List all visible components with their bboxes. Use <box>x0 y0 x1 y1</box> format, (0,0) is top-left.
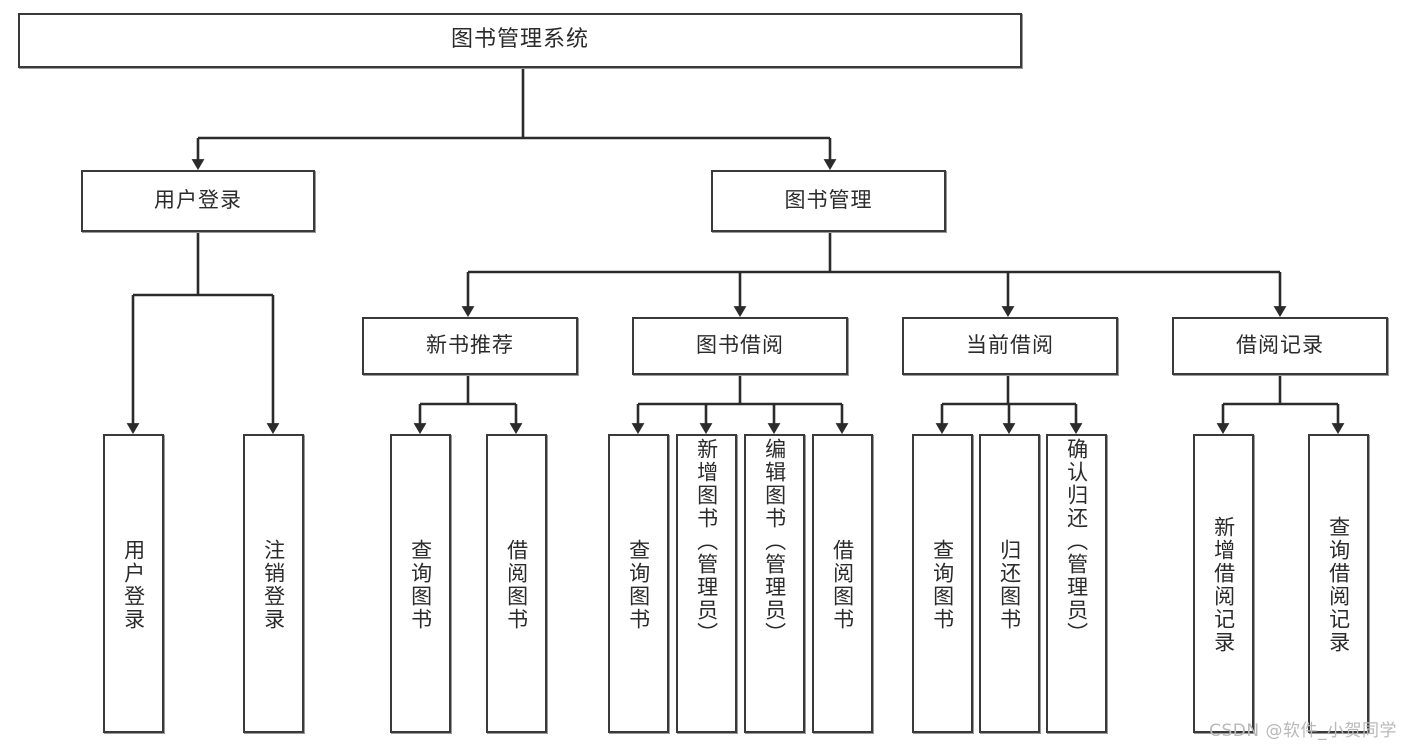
node-leaf-return-book[interactable]: 归还图书 <box>979 434 1040 733</box>
node-leaf-borrow-book-new[interactable]: 借阅图书 <box>486 434 547 733</box>
node-leaf-query-book-borrow[interactable]: 查询图书 <box>608 434 669 733</box>
node-new-book-recommend[interactable]: 新书推荐 <box>362 317 578 375</box>
node-leaf-logout[interactable]: 注销登录 <box>243 434 304 733</box>
node-leaf-confirm-return-admin[interactable]: 确认归还（管理员） <box>1046 434 1107 733</box>
node-leaf-borrow-book-borrow[interactable]: 借阅图书 <box>812 434 873 733</box>
node-label: 借阅图书 <box>830 538 855 631</box>
node-book-borrow[interactable]: 图书借阅 <box>632 317 848 375</box>
node-leaf-user-login[interactable]: 用户登录 <box>103 434 164 733</box>
node-leaf-query-borrow-record[interactable]: 查询借阅记录 <box>1308 434 1369 733</box>
node-label: 归还图书 <box>997 538 1022 631</box>
node-label: 新增图书（管理员） <box>694 438 719 645</box>
node-label: 确认归还（管理员） <box>1064 438 1089 645</box>
node-label: 图书借阅 <box>696 333 784 358</box>
node-label: 借阅记录 <box>1236 333 1324 358</box>
node-label: 新增借阅记录 <box>1211 515 1236 654</box>
node-leaf-add-borrow-record[interactable]: 新增借阅记录 <box>1193 434 1254 733</box>
node-leaf-query-book-new[interactable]: 查询图书 <box>390 434 451 733</box>
node-label: 编辑图书（管理员） <box>762 438 787 645</box>
node-label: 注销登录 <box>261 538 286 631</box>
node-book-manage[interactable]: 图书管理 <box>711 170 946 232</box>
node-user-login[interactable]: 用户登录 <box>81 170 315 232</box>
node-current-borrow[interactable]: 当前借阅 <box>902 317 1118 375</box>
node-label: 用户登录 <box>154 188 242 213</box>
node-label: 新书推荐 <box>426 333 514 358</box>
node-label: 图书管理 <box>784 188 873 213</box>
node-root-book-management-system[interactable]: 图书管理系统 <box>18 13 1022 68</box>
node-leaf-query-book-current[interactable]: 查询图书 <box>912 434 973 733</box>
node-label: 当前借阅 <box>966 333 1054 358</box>
node-leaf-add-book-admin[interactable]: 新增图书（管理员） <box>676 434 737 733</box>
node-label: 查询图书 <box>930 538 955 631</box>
node-label: 查询借阅记录 <box>1326 515 1351 654</box>
node-label: 查询图书 <box>626 538 651 631</box>
node-label: 用户登录 <box>121 538 146 631</box>
node-label: 查询图书 <box>408 538 433 631</box>
node-borrow-record[interactable]: 借阅记录 <box>1172 317 1388 375</box>
node-label: 图书管理系统 <box>450 27 589 53</box>
node-leaf-edit-book-admin[interactable]: 编辑图书（管理员） <box>744 434 805 733</box>
node-label: 借阅图书 <box>504 538 529 631</box>
